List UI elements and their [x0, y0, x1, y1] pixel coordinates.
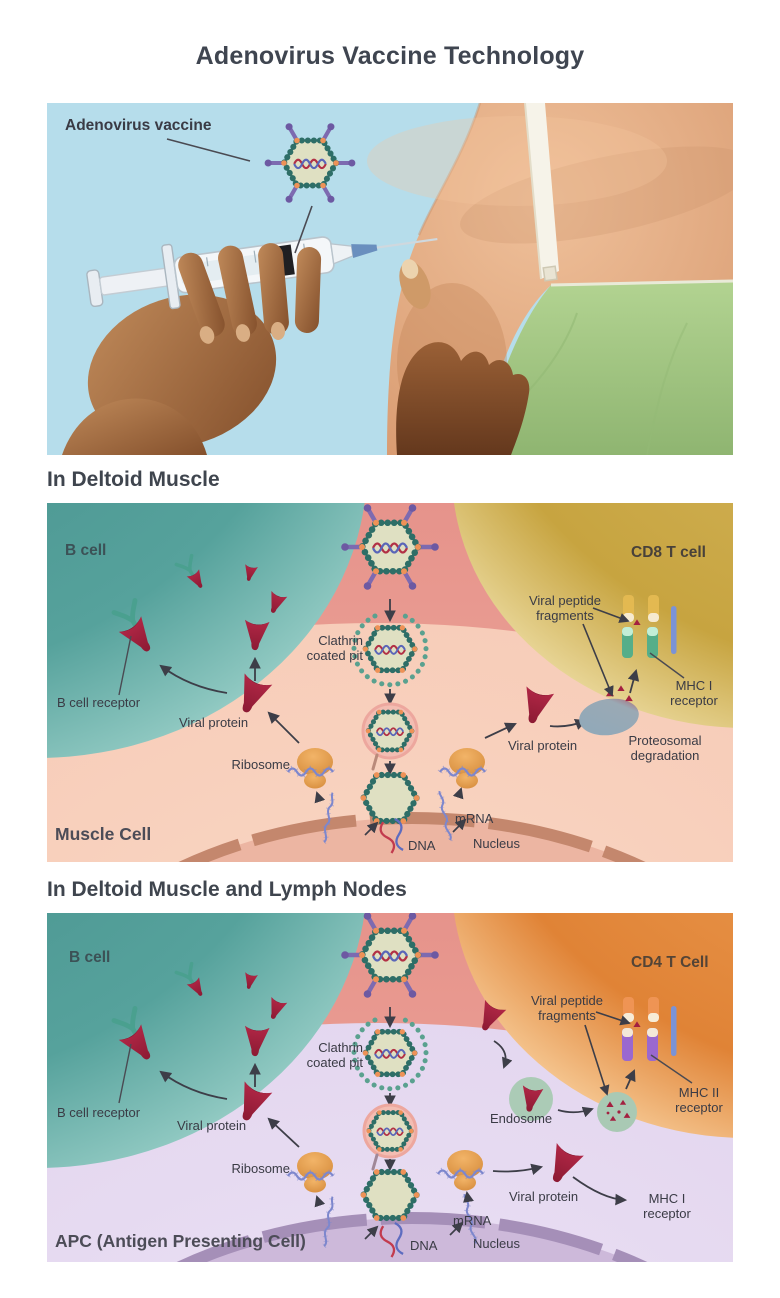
- nucleus-label: Nucleus: [473, 1236, 520, 1251]
- viral-peptide-fragments-label: Viral peptide fragments: [528, 593, 602, 623]
- mhc1-pathway: [492, 1143, 628, 1206]
- mrna-label: mRNA: [455, 811, 494, 826]
- ribosome-label: Ribosome: [231, 1161, 290, 1176]
- clathrin-label: Clathrin coated pit: [306, 1040, 363, 1070]
- viral-protein-left-label: Viral protein: [179, 715, 249, 730]
- viral-proteins-left: [114, 553, 300, 744]
- adenovirus-vaccine-label: Adenovirus vaccine: [65, 117, 212, 134]
- proteosomal-degradation-label: Proteosomal degradation: [628, 733, 702, 763]
- endosome-circle-2: [597, 1092, 637, 1132]
- page-title: Adenovirus Vaccine Technology: [195, 42, 585, 70]
- endosome-label: Endosome: [490, 1111, 553, 1126]
- b-cell-body: [47, 503, 365, 758]
- b-cell-label: B cell: [65, 542, 107, 559]
- ribosome-label: Ribosome: [231, 757, 290, 772]
- tank-top-strap: [524, 103, 559, 282]
- callout-lines: [166, 138, 313, 254]
- clathrin-coat: [351, 1017, 429, 1092]
- mhc2-receptor-label: MHC II receptor: [675, 1085, 723, 1115]
- panel-injection-scene: Adenovirus vaccine: [47, 103, 733, 455]
- injector-fingers: [178, 243, 322, 344]
- b-cell-label: B cell: [69, 949, 111, 966]
- mhc1-receptor-label: MHC I receptor: [670, 678, 718, 708]
- injector-wrist: [62, 398, 207, 455]
- transcription-translation: [288, 1150, 483, 1260]
- antigen-presentation-cd4: [473, 997, 693, 1132]
- muscle-cell-label: Muscle Cell: [55, 824, 152, 844]
- dna-label: DNA: [410, 1238, 438, 1253]
- clathrin-label: Clathrin coated pit: [306, 633, 363, 663]
- viral-protein-bottom-label: Viral protein: [509, 1189, 579, 1204]
- injection-illustration: [47, 103, 733, 455]
- viral-peptide-fragments-label: Viral peptide fragments: [530, 993, 604, 1023]
- virus-entry-pathway: [341, 504, 439, 824]
- nucleus-label: Nucleus: [473, 836, 520, 851]
- b-cell-receptor-label: B cell receptor: [57, 695, 141, 710]
- helper-hand: [396, 259, 530, 455]
- virus-entry-pathway: [341, 913, 439, 1221]
- clathrin-coat: [351, 613, 429, 688]
- antigen-presentation-cd8: [484, 595, 685, 739]
- b-cell-receptor-label: B cell receptor: [57, 1105, 141, 1120]
- cd4-t-cell-body: [454, 913, 733, 1138]
- mhc1-receptor-label: MHC I receptor: [643, 1191, 691, 1221]
- transcription-translation: [288, 748, 485, 856]
- lymph-illustration: [47, 913, 733, 1262]
- section-heading-deltoid: In Deltoid Muscle: [47, 468, 220, 491]
- viral-proteins-left: [114, 961, 300, 1148]
- section-heading-lymph: In Deltoid Muscle and Lymph Nodes: [47, 878, 407, 901]
- panel-lymph-nodes: B cell CD4 T Cell Clathrin coated pit B …: [47, 913, 733, 1262]
- dna-label: DNA: [408, 838, 436, 853]
- cd4-t-cell-label: CD4 T Cell: [631, 954, 709, 971]
- apc-label: APC (Antigen Presenting Cell): [55, 1231, 306, 1251]
- deltoid-illustration: [47, 503, 733, 862]
- nucleus: [176, 1212, 648, 1262]
- viral-protein-left-label: Viral protein: [177, 1118, 247, 1133]
- viral-protein-right-label: Viral protein: [508, 738, 578, 753]
- proteosome: [579, 685, 639, 736]
- cd8-t-cell-label: CD8 T cell: [631, 544, 706, 561]
- mrna-label: mRNA: [453, 1213, 492, 1228]
- panel-deltoid-muscle: B cell CD8 T cell Clathrin coated pit B …: [47, 503, 733, 862]
- nucleus: [178, 812, 646, 862]
- cd8-t-cell-body: [454, 503, 733, 728]
- mhc1-complex: [622, 595, 677, 658]
- b-cell-body: [47, 913, 365, 1168]
